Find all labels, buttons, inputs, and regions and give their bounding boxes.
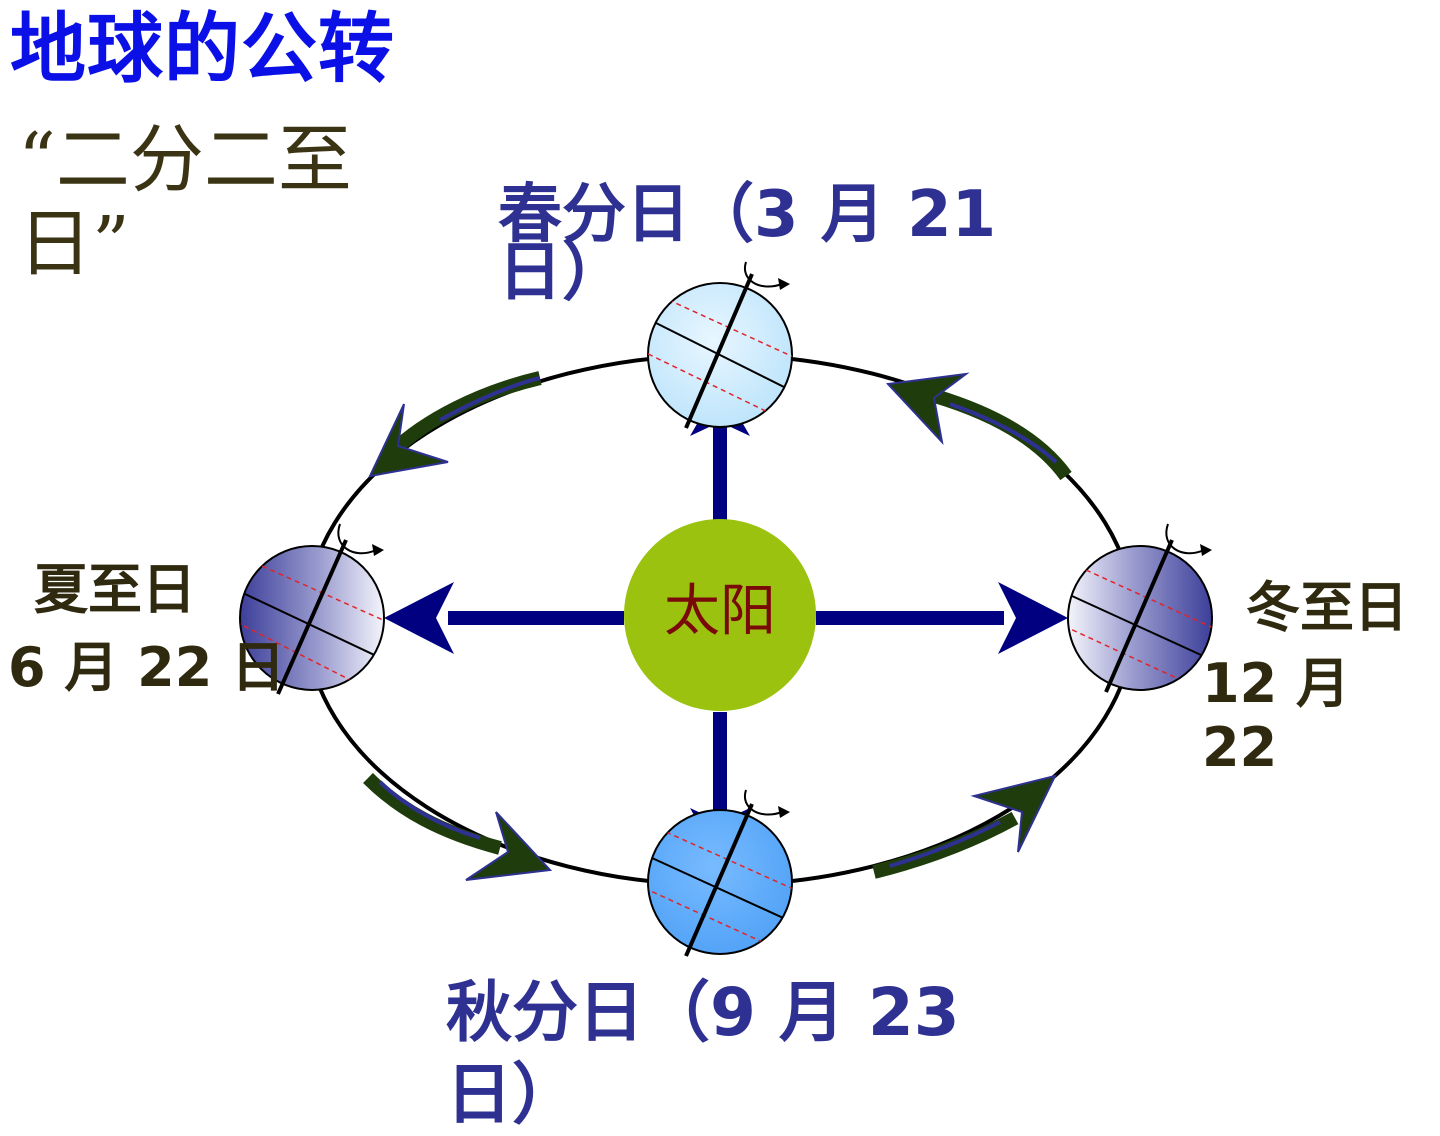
- sun-label: 太阳: [664, 579, 776, 644]
- rotation-arrow-icon: [1165, 523, 1212, 556]
- winter-solstice-name: 冬至日: [1246, 576, 1408, 639]
- page-title: 地球的公转: [10, 4, 395, 93]
- revolution-arrow-icon: [368, 371, 542, 478]
- rotation-arrow-icon: [743, 261, 790, 290]
- revolution-arrow-icon: [885, 372, 1072, 481]
- earth-globe-icon: [1067, 539, 1213, 693]
- earth-globe-icon: [647, 273, 793, 429]
- rotation-arrow-icon: [743, 789, 790, 818]
- revolution-arrow-icon: [872, 774, 1057, 879]
- rotation-arrow-icon: [337, 523, 384, 556]
- sun: [624, 519, 816, 711]
- earth-revolution-diagram: 太阳: [239, 261, 1213, 957]
- sunlight-arrow-icon: [816, 582, 1068, 654]
- earth-globe-icon: [647, 803, 793, 957]
- earth-globe-icon: [239, 539, 385, 695]
- subtitle: “二分二至日”: [18, 117, 352, 287]
- winter-solstice-date: 12 月 22: [1202, 652, 1350, 779]
- autumn-equinox-label: 秋分日（9 月 23 日）: [446, 974, 960, 1133]
- summer-solstice-date: 6 月 22 日: [8, 636, 286, 699]
- revolution-arrow-icon: [363, 773, 553, 881]
- summer-solstice-name: 夏至日: [34, 558, 196, 621]
- spring-equinox-label: 春分日（3 月 21 日）: [498, 178, 997, 310]
- sunlight-arrow-icon: [384, 582, 624, 654]
